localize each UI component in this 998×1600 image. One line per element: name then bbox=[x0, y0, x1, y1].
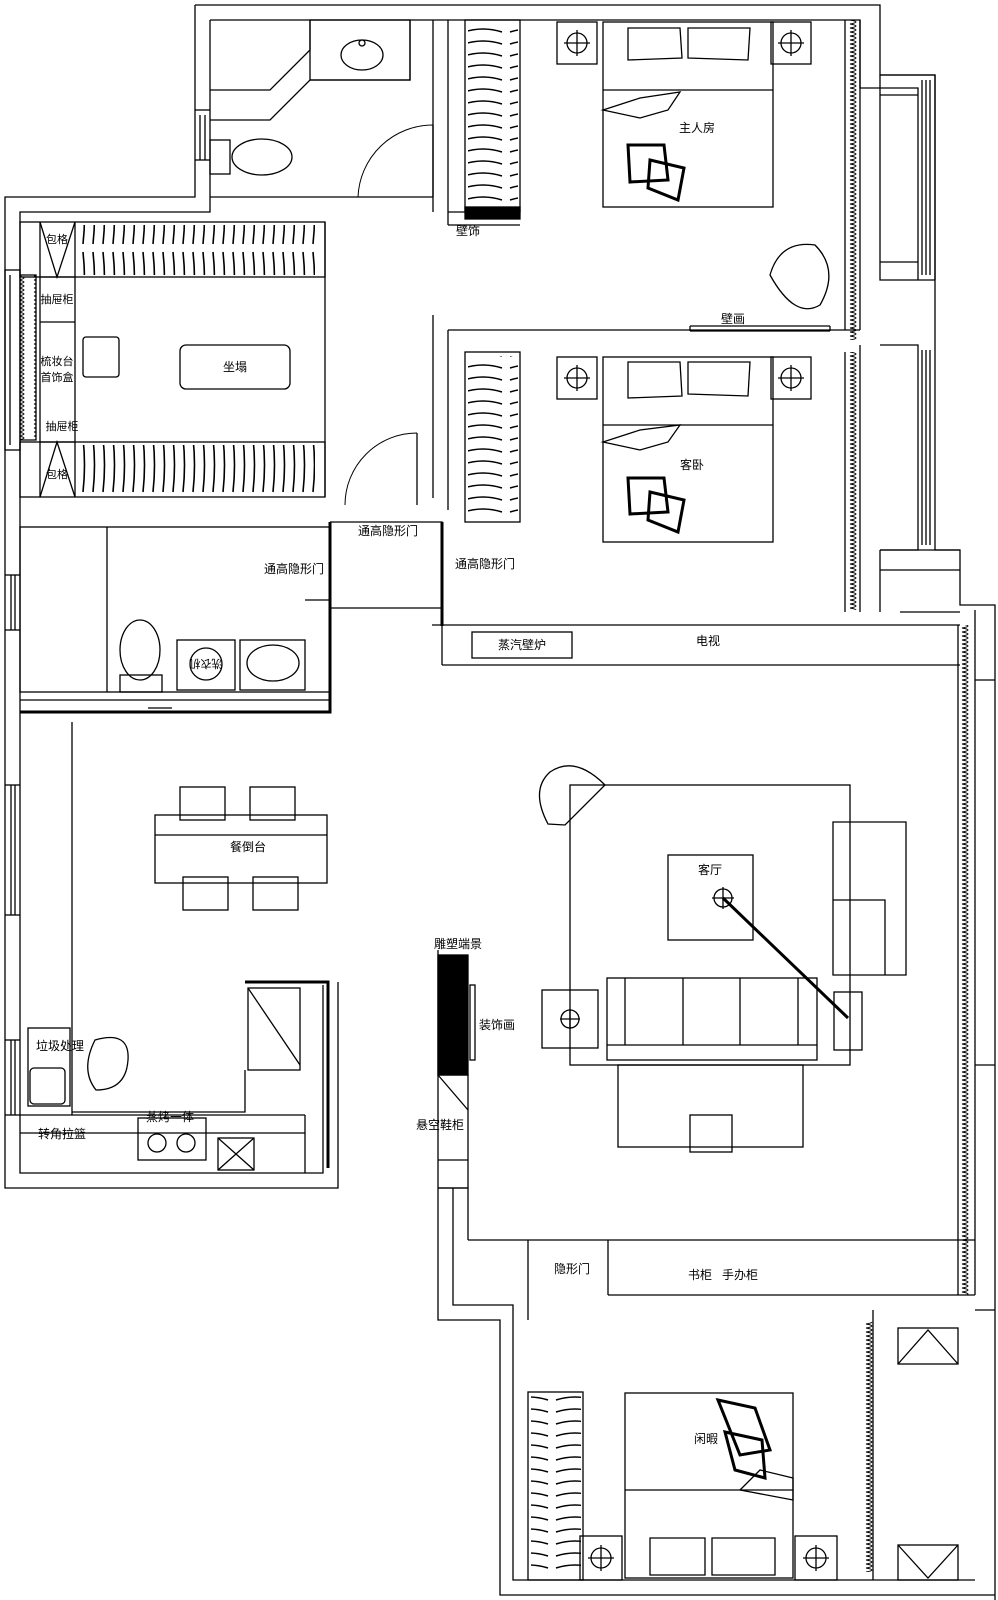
label-leisure-room: 闲暇 bbox=[694, 1432, 718, 1446]
sink-icon bbox=[239, 639, 306, 691]
side-table-left bbox=[541, 989, 599, 1049]
toilet-icon bbox=[209, 138, 293, 176]
label-garbage-disposal: 垃圾处理 bbox=[36, 1038, 84, 1053]
label-bookcase: 书柜 bbox=[688, 1268, 712, 1282]
label-washer: 洗衣机 bbox=[190, 657, 223, 671]
partition-cabinet bbox=[437, 950, 476, 1189]
label-couch: 坐塌 bbox=[223, 360, 247, 374]
nightstand-left bbox=[579, 1535, 623, 1581]
label-vanity: 梳妆台 bbox=[41, 354, 74, 368]
wardrobe bbox=[527, 1391, 584, 1581]
label-floating-shoe-cabinet: 悬空鞋柜 bbox=[416, 1117, 464, 1132]
label-dining-bar: 餐倒台 bbox=[230, 839, 266, 854]
chair-icon bbox=[249, 786, 296, 821]
nightstand-right bbox=[770, 21, 812, 65]
chair-icon bbox=[626, 143, 686, 203]
label-drawer-cabinet-bottom: 抽屉柜 bbox=[46, 419, 79, 433]
nightstand-right bbox=[770, 356, 812, 400]
second-bathroom bbox=[5, 521, 444, 714]
armchair-icon bbox=[538, 765, 606, 826]
cabinet bbox=[217, 1137, 255, 1171]
desk bbox=[617, 1064, 804, 1148]
label-decor-painting: 装饰画 bbox=[479, 1018, 515, 1032]
pillow-icon bbox=[627, 27, 751, 61]
rug bbox=[569, 784, 851, 1066]
side-table-right bbox=[833, 991, 863, 1051]
leisure-room bbox=[527, 1309, 995, 1581]
nightstand-right bbox=[794, 1535, 838, 1581]
label-package-grid-top: 包格 bbox=[46, 232, 68, 246]
sink-icon bbox=[27, 1027, 71, 1107]
dining-bar bbox=[154, 814, 328, 884]
label-wall-decor: 壁饰 bbox=[456, 223, 480, 238]
chair-icon bbox=[179, 786, 226, 821]
dressing-room bbox=[4, 221, 418, 506]
washer-icon bbox=[176, 639, 236, 691]
label-guest-bedroom: 客卧 bbox=[680, 457, 704, 472]
fridge-icon bbox=[247, 987, 301, 1071]
label-hidden-door-1: 通高隐形门 bbox=[358, 523, 418, 538]
label-wall-painting: 壁画 bbox=[721, 311, 745, 326]
couch-bench bbox=[179, 344, 291, 390]
chair-icon bbox=[182, 876, 229, 911]
person-icon bbox=[87, 1036, 129, 1091]
label-invisible-door: 隐形门 bbox=[554, 1261, 590, 1276]
pillow-icon bbox=[627, 361, 751, 399]
master-bed bbox=[602, 21, 774, 208]
label-living-room: 客厅 bbox=[698, 862, 722, 877]
chair-icon bbox=[626, 476, 686, 535]
fireplace-box bbox=[471, 631, 573, 659]
label-sculpture: 雕塑端景 bbox=[434, 936, 482, 951]
chair-icon bbox=[715, 1397, 773, 1480]
stove-icon bbox=[137, 1117, 207, 1161]
kitchen-dining bbox=[5, 722, 330, 1173]
stool-icon bbox=[82, 336, 120, 378]
chair-icon bbox=[252, 876, 299, 911]
label-corner-basket: 转角拉篮 bbox=[38, 1126, 86, 1141]
master-bathroom bbox=[195, 19, 449, 225]
sink-icon bbox=[340, 39, 384, 71]
guest-bed bbox=[602, 356, 774, 543]
label-steam-oven: 蒸烤一体 bbox=[146, 1109, 194, 1124]
coffee-table bbox=[667, 854, 754, 941]
toilet-icon bbox=[119, 619, 161, 681]
living-room bbox=[441, 549, 995, 1320]
pillow-icon bbox=[649, 1537, 776, 1576]
sofa-icon bbox=[606, 977, 818, 1061]
armchair-icon bbox=[769, 243, 830, 310]
label-jewelry-box: 首饰盒 bbox=[41, 370, 74, 384]
label-drawer-cabinet-top: 抽屉柜 bbox=[41, 292, 74, 306]
label-master-bedroom: 主人房 bbox=[679, 120, 715, 135]
label-hidden-door-3: 通高隐形门 bbox=[455, 556, 515, 571]
chair-icon bbox=[689, 1114, 733, 1153]
guest-bedroom bbox=[432, 315, 931, 612]
label-hidden-door-2: 通高隐形门 bbox=[264, 561, 324, 576]
wardrobe bbox=[464, 351, 521, 523]
nightstand-left bbox=[556, 356, 598, 400]
nightstand-left bbox=[556, 21, 598, 65]
label-tv: 电视 bbox=[696, 633, 720, 648]
side-sofa bbox=[832, 821, 907, 976]
label-steam-fireplace: 蒸汽壁炉 bbox=[498, 637, 546, 652]
label-figure-cabinet: 手办柜 bbox=[722, 1267, 758, 1282]
label-package-grid-bottom: 包格 bbox=[46, 467, 68, 481]
master-bedroom bbox=[448, 19, 936, 340]
room-labels: 壁饰 主人房 壁画 客卧 包格 抽屉柜 梳妆台 首饰盒 抽屉柜 包格 坐塌 通高… bbox=[36, 120, 758, 1446]
